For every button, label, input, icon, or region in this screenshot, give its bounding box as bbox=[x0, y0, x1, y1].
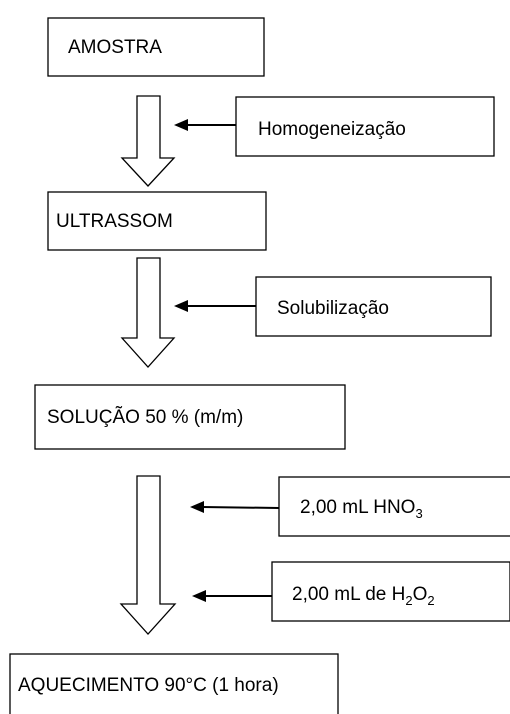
input-homogeneizacao-label: Homogeneização bbox=[258, 119, 406, 140]
input-h2o2: 2,00 mL de H2O2 bbox=[271, 561, 510, 622]
connector-hno3-line bbox=[201, 506, 280, 509]
connector-homogeneizacao-head bbox=[174, 119, 188, 131]
input-homogeneizacao-box bbox=[235, 96, 495, 157]
step-amostra-box bbox=[47, 17, 265, 77]
connector-h2o2 bbox=[192, 590, 272, 602]
block-arrow-1 bbox=[120, 95, 176, 187]
connector-h2o2-head bbox=[192, 590, 206, 602]
connector-hno3 bbox=[190, 501, 280, 513]
step-ultrassom-label: ULTRASSOM bbox=[56, 211, 173, 232]
step-solucao: SOLUÇÃO 50 % (m/m) bbox=[34, 384, 346, 450]
step-amostra: AMOSTRA bbox=[47, 17, 265, 77]
step-solucao-box bbox=[34, 384, 346, 450]
step-solucao-label: SOLUÇÃO 50 % (m/m) bbox=[47, 406, 243, 428]
connector-solubilizacao-head bbox=[174, 300, 188, 312]
step-aquecimento: AQUECIMENTO 90°C (1 hora) bbox=[9, 653, 339, 714]
input-hno3-label: 2,00 mL HNO3 bbox=[300, 497, 423, 521]
block-arrow-2 bbox=[120, 257, 176, 368]
step-aquecimento-box bbox=[9, 653, 339, 714]
step-amostra-label: AMOSTRA bbox=[68, 37, 162, 58]
step-ultrassom-box bbox=[47, 191, 267, 251]
input-solubilizacao: Solubilização bbox=[255, 276, 492, 337]
input-h2o2-box bbox=[271, 561, 510, 622]
input-hno3: 2,00 mL HNO3 bbox=[278, 476, 510, 537]
input-solubilizacao-label: Solubilização bbox=[277, 298, 389, 319]
input-hno3-box bbox=[278, 476, 510, 537]
connector-solubilizacao bbox=[174, 300, 256, 312]
step-ultrassom: ULTRASSOM bbox=[47, 191, 267, 251]
connector-homogeneizacao bbox=[174, 119, 236, 131]
input-h2o2-label: 2,00 mL de H2O2 bbox=[292, 584, 435, 608]
connector-hno3-head bbox=[190, 501, 204, 513]
input-homogeneizacao: Homogeneização bbox=[235, 96, 495, 157]
block-arrow-3 bbox=[119, 475, 177, 635]
step-aquecimento-label: AQUECIMENTO 90°C (1 hora) bbox=[18, 675, 279, 696]
